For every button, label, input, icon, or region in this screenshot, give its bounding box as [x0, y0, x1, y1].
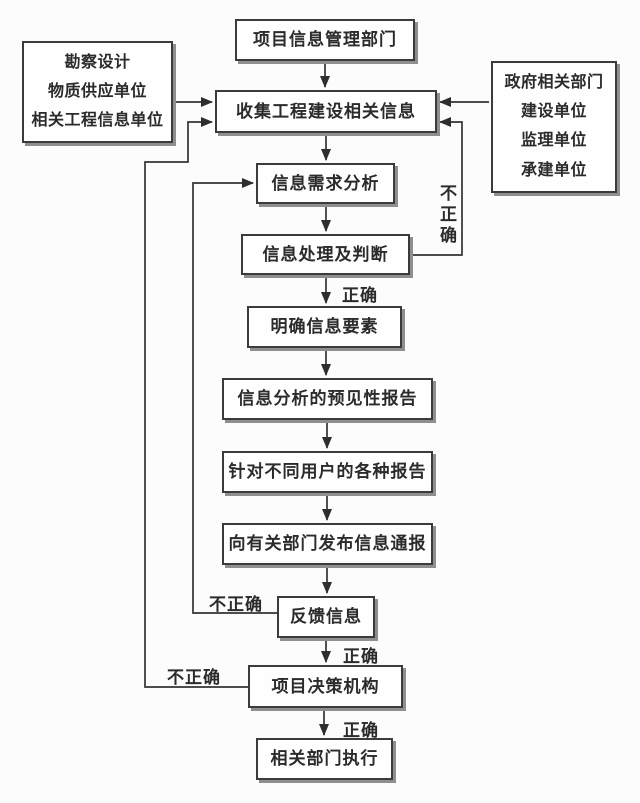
node-user-reports: 针对不同用户的各种报告: [222, 451, 433, 493]
node-label: 明确信息要素: [270, 317, 379, 337]
node-line: 监理单位: [520, 132, 587, 150]
node-collect-info: 收集工程建设相关信息: [215, 90, 437, 133]
node-feedback-info: 反馈信息: [277, 596, 375, 638]
edge-label-judge-incorrect: 不正确: [437, 184, 456, 247]
node-line: 承建单位: [520, 161, 587, 179]
node-clarify-elements: 明确信息要素: [247, 306, 402, 348]
node-label: 相关部门执行: [270, 749, 379, 769]
node-publish-notice: 向有关部门发布信息通报: [222, 523, 433, 565]
node-label: 信息处理及判断: [262, 244, 389, 264]
edge-label-decision-correct: 正确: [343, 721, 379, 740]
node-line: 物质供应单位: [47, 82, 147, 100]
node-label: 反馈信息: [290, 607, 362, 627]
node-execute-dept: 相关部门执行: [256, 738, 393, 780]
node-label: 项目信息管理部门: [253, 30, 397, 50]
node-info-sources-right: 政府相关部门 建设单位 监理单位 承建单位: [491, 61, 617, 193]
node-line: 勘察设计: [64, 53, 131, 71]
node-label: 针对不同用户的各种报告: [228, 462, 427, 482]
node-label: 收集工程建设相关信息: [236, 101, 416, 121]
node-decision-body: 项目决策机构: [248, 665, 403, 708]
edge-label-decision-incorrect: 不正确: [167, 668, 221, 687]
edge-judge-incorrect-loop: [410, 117, 463, 256]
node-line: 相关工程信息单位: [31, 111, 164, 129]
node-label: 向有关部门发布信息通报: [228, 534, 427, 554]
node-project-info-dept: 项目信息管理部门: [235, 19, 415, 61]
node-line: 建设单位: [520, 103, 587, 121]
edge-decision-incorrect-loop: [144, 117, 248, 688]
edge-feedback-incorrect-loop: [192, 178, 277, 614]
node-line: 政府相关部门: [504, 73, 604, 91]
edge-label-feedback-correct: 正确: [343, 647, 379, 666]
edge-label-judge-correct: 正确: [342, 286, 378, 305]
node-label: 项目决策机构: [271, 676, 380, 696]
node-demand-analysis: 信息需求分析: [256, 163, 395, 204]
node-info-sources-left: 勘察设计 物质供应单位 相关工程信息单位: [22, 41, 173, 143]
node-predictive-report: 信息分析的预见性报告: [222, 378, 433, 420]
node-label: 信息需求分析: [271, 173, 380, 193]
edge-label-feedback-incorrect: 不正确: [209, 595, 263, 614]
node-process-judge: 信息处理及判断: [241, 234, 410, 275]
node-label: 信息分析的预见性报告: [237, 389, 418, 409]
